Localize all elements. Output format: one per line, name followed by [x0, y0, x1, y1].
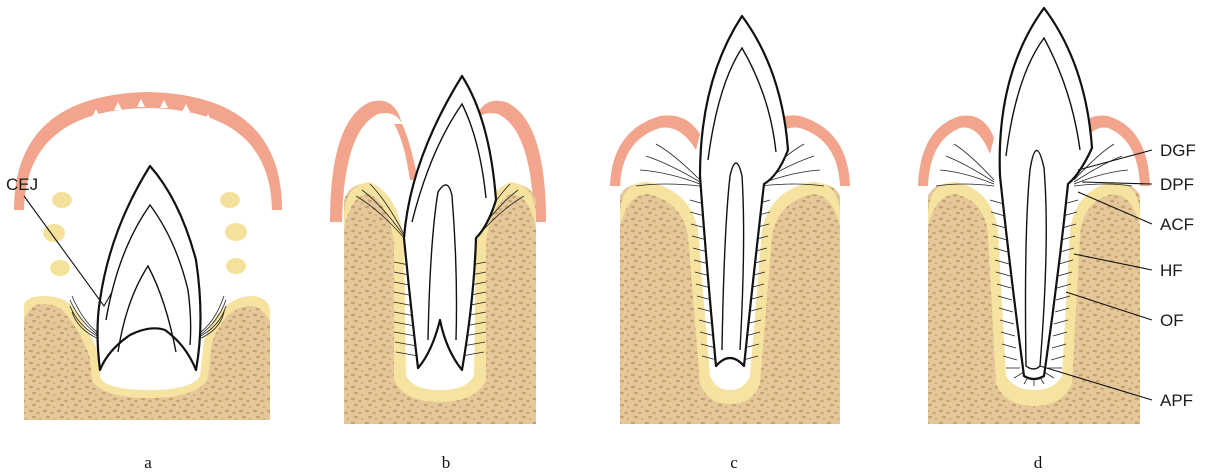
panel-b: [330, 76, 546, 424]
gingiva-left-c: [610, 115, 700, 186]
acf-label: ACF: [1160, 215, 1194, 234]
dpf-label: DPF: [1160, 175, 1194, 194]
hf-label: HF: [1160, 261, 1183, 280]
panel-label-d: d: [1034, 453, 1043, 472]
panel-label-b: b: [442, 453, 451, 472]
panel-label-c: c: [730, 453, 738, 472]
panel-a: CEJ: [6, 92, 282, 420]
dgf-label: DGF: [1160, 141, 1196, 160]
panel-d: DGF DPF ACF HF OF APF: [918, 8, 1196, 424]
cej-label: CEJ: [6, 175, 38, 194]
panel-c: [610, 16, 850, 424]
panel-label-a: a: [144, 453, 152, 472]
cej-leader: [24, 196, 112, 306]
of-label: OF: [1160, 311, 1184, 330]
gingiva-left-d: [918, 115, 994, 186]
apf-label: APF: [1160, 391, 1193, 410]
